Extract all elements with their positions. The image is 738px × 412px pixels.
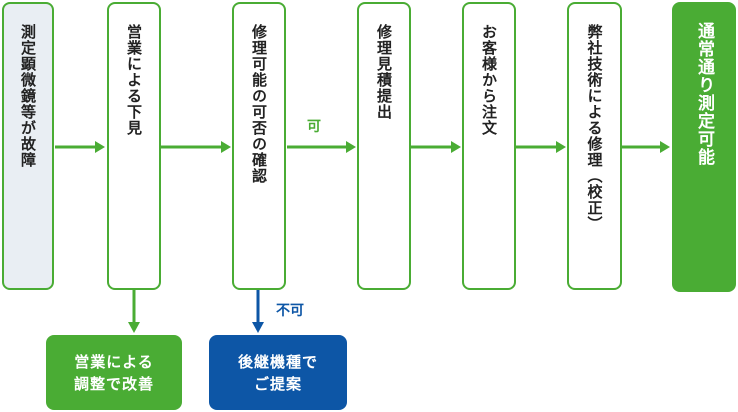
step-repair-estimate-label: 修理見積提出: [375, 24, 393, 120]
step-repairability-check: 修理可能の可否の確認: [232, 2, 286, 290]
step-site-inspection-label: 営業による下見: [125, 24, 143, 136]
step-failure-label: 測定顕微鏡等が故障: [19, 24, 37, 168]
step-site-inspection: 営業による下見: [107, 2, 161, 290]
step-repairability-check-label: 修理可能の可否の確認: [250, 24, 268, 184]
step-repair-estimate: 修理見積提出: [357, 2, 411, 290]
step-repair-calibration: 弊社技術による修理（校正）: [567, 2, 622, 290]
step-measurement-restored-label: 通常通り測定可能: [694, 22, 714, 166]
step-customer-order-label: お客様から注文: [480, 24, 498, 136]
step-failure: 測定顕微鏡等が故障: [2, 2, 54, 290]
step-measurement-restored: 通常通り測定可能: [672, 2, 736, 292]
step-customer-order: お客様から注文: [462, 2, 516, 290]
step-repair-calibration-label: 弊社技術による修理（校正）: [585, 24, 604, 232]
outcome-improve-by-adjustment: 営業による 調整で改善: [46, 335, 182, 410]
no-label: 不可: [276, 303, 304, 319]
yes-label: 可: [307, 119, 321, 135]
outcome-successor-proposal: 後継機種で ご提案: [209, 335, 347, 410]
